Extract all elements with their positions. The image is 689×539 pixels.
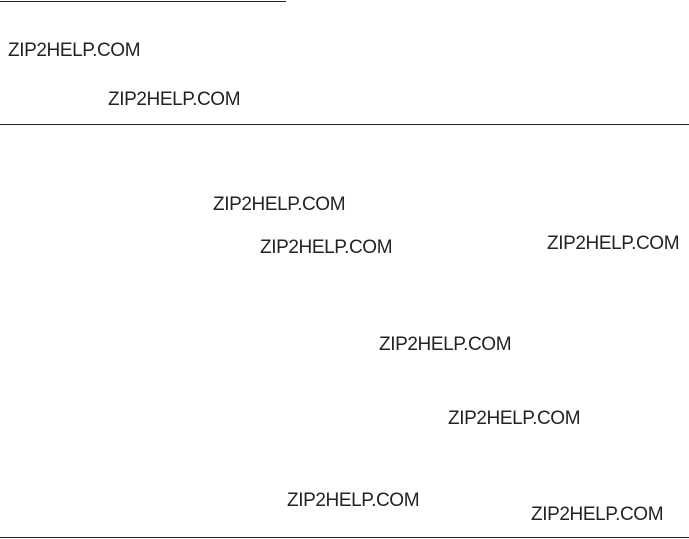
watermark-text: ZIP2HELP.COM — [213, 194, 346, 215]
watermark-text: ZIP2HELP.COM — [260, 237, 393, 258]
watermark-text: ZIP2HELP.COM — [547, 233, 680, 254]
watermark-text: ZIP2HELP.COM — [287, 490, 420, 511]
watermark-text: ZIP2HELP.COM — [108, 89, 241, 110]
top-partial-rule — [0, 1, 286, 2]
section-divider — [0, 124, 689, 125]
watermark-text: ZIP2HELP.COM — [379, 334, 512, 355]
watermark-text: ZIP2HELP.COM — [8, 40, 141, 61]
watermark-text: ZIP2HELP.COM — [531, 504, 664, 525]
watermark-text: ZIP2HELP.COM — [448, 408, 581, 429]
bottom-divider — [0, 537, 689, 538]
